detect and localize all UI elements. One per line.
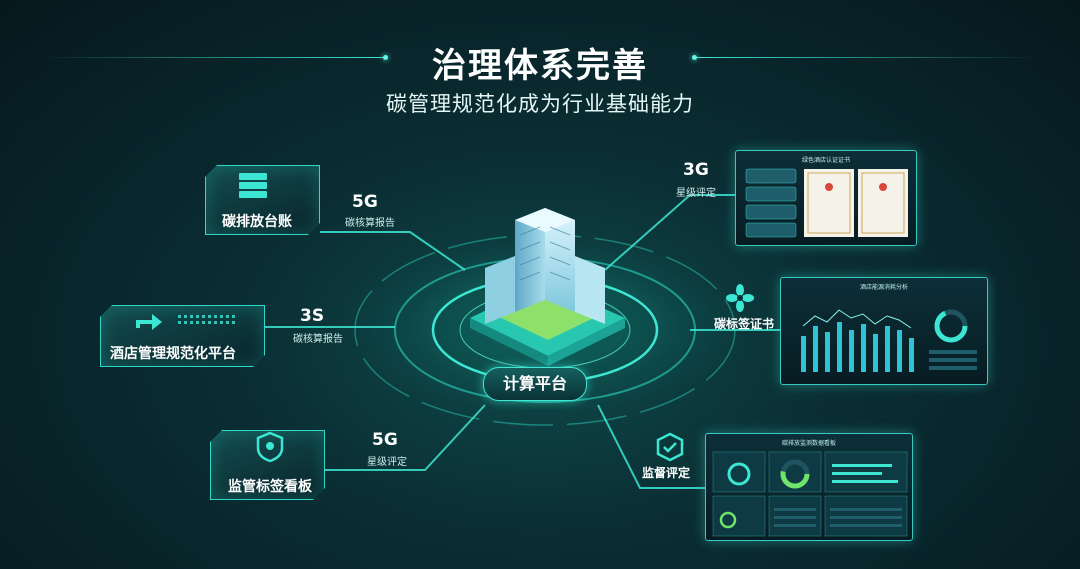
right-screen-3-title: 碳排放监测数据看板 <box>781 440 836 447</box>
dot-grid-icon <box>178 315 235 324</box>
page-title: 治理体系完善 <box>432 46 648 86</box>
left-node-1-code-sub: 碳核算报告 <box>345 218 395 229</box>
right-node-1-code: 3G <box>683 160 709 180</box>
connector-left-1 <box>320 231 466 271</box>
wing-right <box>575 256 605 324</box>
wing-left <box>485 256 515 324</box>
location-shield-icon <box>256 431 284 463</box>
right-screen-1: 绿色酒店认证证书 <box>735 150 917 246</box>
monitor-dashboard <box>712 451 908 537</box>
right-screen-1-title: 绿色酒店认证证书 <box>801 157 850 164</box>
right-screen-3: 碳排放监测数据看板 <box>705 433 913 541</box>
energy-bar-chart <box>801 309 977 372</box>
right-screen-2-title: 酒店能源消耗分析 <box>859 284 908 291</box>
connector-right-1 <box>604 194 735 271</box>
right-node-3-label: 监督评定 <box>642 466 691 480</box>
flower-icon <box>726 284 754 312</box>
left-node-1-label: 碳排放台账 <box>222 214 292 230</box>
platform-right <box>548 318 625 366</box>
left-node-2 <box>100 305 265 367</box>
page-subtitle: 碳管理规范化成为行业基础能力 <box>386 92 694 116</box>
header-line-right <box>695 57 1040 58</box>
platform-left <box>470 318 548 366</box>
header-line-left <box>40 57 385 58</box>
left-node-2-code-sub: 碳核算报告 <box>293 334 343 345</box>
header-dot-right <box>692 55 697 60</box>
certificate-list <box>745 168 908 238</box>
left-node-3-label: 监管标签看板 <box>228 479 312 495</box>
connector-right-3 <box>597 404 705 489</box>
left-node-3-code: 5G <box>372 430 398 450</box>
right-screen-2: 酒店能源消耗分析 <box>780 277 988 385</box>
building-roof <box>515 208 575 232</box>
server-stack-icon <box>239 173 267 198</box>
left-node-3-code-sub: 星级评定 <box>367 457 407 468</box>
left-node-1-code: 5G <box>352 192 378 212</box>
right-node-1-code-sub: 星级评定 <box>676 188 716 199</box>
center-platform-label: 计算平台 <box>483 367 587 401</box>
left-node-2-label: 酒店管理规范化平台 <box>110 346 236 362</box>
right-node-2-label: 碳标签证书 <box>714 317 775 331</box>
left-node-3 <box>210 430 325 500</box>
connector-left-3 <box>325 404 486 471</box>
left-node-2-code: 3S <box>300 306 325 326</box>
header-dot-left <box>383 55 388 60</box>
arrows-icon <box>136 314 162 330</box>
hex-check-icon <box>656 432 684 462</box>
